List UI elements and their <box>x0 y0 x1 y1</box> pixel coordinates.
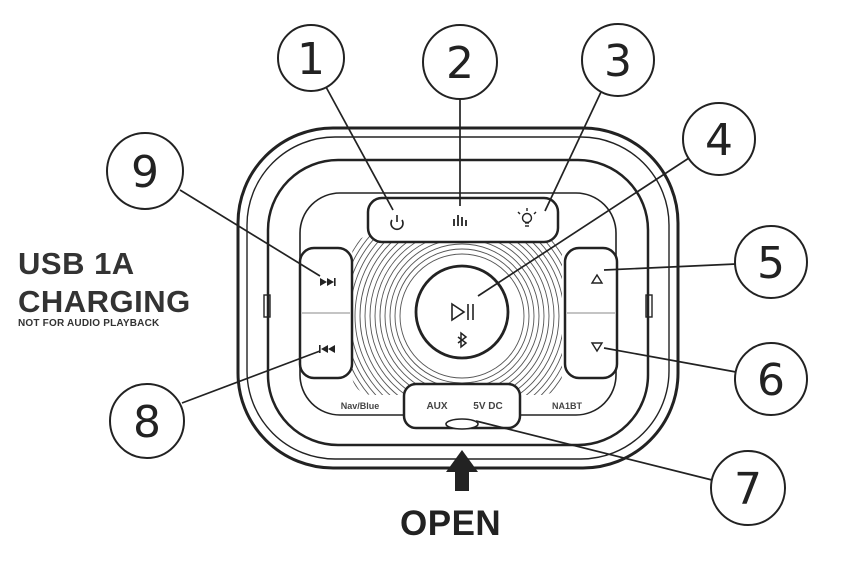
flap-tab[interactable] <box>445 418 479 430</box>
callout-circle-9 <box>106 132 184 210</box>
callout-number-4: 4 <box>705 115 733 166</box>
leader-lines <box>179 86 737 481</box>
callout-number-2: 2 <box>446 38 474 89</box>
play-pause-button[interactable] <box>414 264 510 360</box>
face-plate <box>266 158 650 447</box>
callout-circle-4 <box>682 102 756 176</box>
leader-line-9 <box>179 189 321 277</box>
usb-subtitle: CHARGING <box>18 284 191 319</box>
model-right-label: NA1BT <box>552 401 583 411</box>
left-side-notch <box>263 294 271 318</box>
equalizer-icon[interactable] <box>453 215 467 226</box>
leader-line-1 <box>325 86 394 211</box>
callout-number-5: 5 <box>757 238 785 289</box>
leader-line-4 <box>477 157 690 297</box>
leader-line-8 <box>181 350 321 404</box>
callout-circle-7 <box>710 450 786 526</box>
top-button-strip[interactable] <box>366 196 560 244</box>
leader-line-5 <box>603 263 737 271</box>
callout-circle-8 <box>109 383 185 459</box>
bluetooth-icon <box>457 331 468 349</box>
callout-circle-3 <box>581 23 655 97</box>
callout-number-3: 3 <box>604 36 632 87</box>
play-pause-icon[interactable] <box>451 302 474 322</box>
next-track-icon[interactable] <box>320 278 336 286</box>
callout-circle-5 <box>734 225 808 299</box>
callout-number-6: 6 <box>757 355 785 406</box>
volume-up-triangle-icon[interactable] <box>590 273 604 284</box>
open-label: OPEN <box>400 504 502 543</box>
callout-number-9: 9 <box>131 147 159 198</box>
aux-port-label: AUX <box>426 401 447 412</box>
leader-line-7 <box>475 420 713 481</box>
callouts <box>106 23 808 526</box>
leader-line-3 <box>544 91 602 212</box>
model-left-label: Nav/Blue <box>341 401 380 411</box>
dc-port-label: 5V DC <box>473 401 502 412</box>
callout-numbers: 1 2 3 4 5 6 7 8 9 <box>131 34 785 515</box>
light-bulb-icon[interactable] <box>517 208 537 227</box>
up-arrow-icon <box>446 450 478 491</box>
previous-track-icon[interactable] <box>319 345 335 353</box>
power-icon[interactable] <box>390 215 404 231</box>
leader-line-6 <box>603 347 737 373</box>
callout-number-8: 8 <box>133 397 161 448</box>
callout-circle-1 <box>277 24 345 92</box>
volume-down-triangle-icon[interactable] <box>590 342 604 353</box>
callout-circle-2 <box>422 24 498 100</box>
callout-number-7: 7 <box>734 464 762 515</box>
callout-number-1: 1 <box>297 34 325 85</box>
callout-circle-6 <box>734 342 808 416</box>
usb-note: NOT FOR AUDIO PLAYBACK <box>18 318 160 329</box>
usb-title: USB 1A <box>18 246 135 281</box>
right-side-notch <box>645 294 653 318</box>
